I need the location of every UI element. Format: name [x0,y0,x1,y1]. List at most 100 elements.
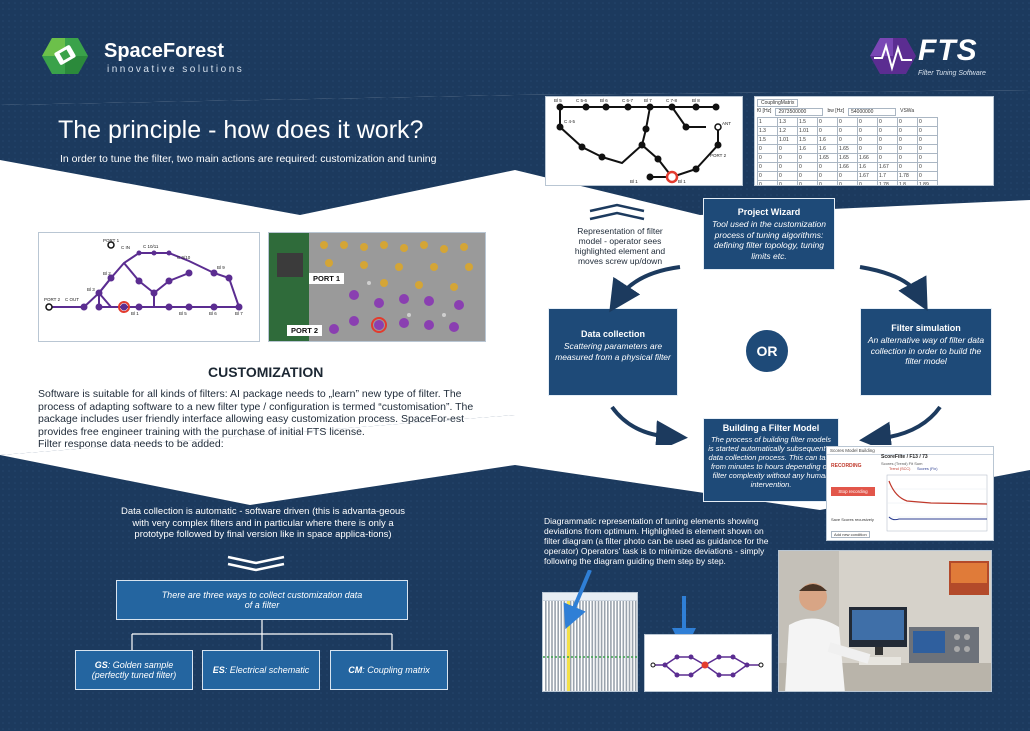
matrix-cell[interactable]: 1.5 [757,135,778,145]
matrix-cell[interactable]: 1.2 [777,126,798,136]
matrix-cell[interactable]: 0 [837,180,858,185]
add-condition-button[interactable]: Add new condition [831,531,870,538]
svg-text:Bl 7: Bl 7 [644,98,652,103]
matrix-cell[interactable]: 1.6 [817,135,838,145]
matrix-cell[interactable]: 1.3 [757,126,778,136]
way-coupling-matrix-label: : Coupling matrix [362,665,430,675]
matrix-cell[interactable]: 0 [877,126,898,136]
matrix-cell[interactable]: 0 [757,144,778,154]
matrix-cell[interactable]: 0 [917,117,938,127]
matrix-cell[interactable]: 0 [857,117,878,127]
matrix-cell[interactable]: 0 [777,171,798,181]
svg-text:C IN: C IN [121,245,130,250]
matrix-cell[interactable]: 0 [797,171,818,181]
matrix-cell[interactable]: 1.78 [897,171,918,181]
matrix-cell[interactable]: 0 [917,153,938,163]
matrix-cell[interactable]: 1.8 [897,180,918,185]
matrix-cell[interactable]: 1.66 [857,153,878,163]
matrix-cell[interactable]: 1.5 [797,135,818,145]
matrix-f0-field[interactable]: 2973500000 [775,108,824,116]
matrix-cell[interactable]: 1 [757,117,778,127]
matrix-cell[interactable]: 0 [817,126,838,136]
matrix-cell[interactable]: 0 [757,180,778,185]
data-collection-text: Data collection is automatic - software … [120,506,406,540]
model-building-window: Scores Model Building RECORDING Stop rec… [826,446,994,541]
matrix-cell[interactable]: 1.65 [817,153,838,163]
matrix-cell[interactable]: 1.7 [877,171,898,181]
deviation-bar [631,601,634,691]
matrix-cell[interactable]: 0 [777,162,798,172]
deviation-bar [551,601,553,691]
matrix-cell[interactable]: 0 [917,135,938,145]
matrix-bw-field[interactable]: 54000000 [848,108,897,116]
filter-simulation-body: An alternative way of filter data collec… [867,335,985,366]
matrix-cell[interactable]: 0 [757,153,778,163]
project-wizard-body: Tool used in the customization process o… [711,219,827,261]
matrix-cell[interactable]: 0 [857,144,878,154]
save-scores-checkbox[interactable]: Save Scores recursively [831,517,874,522]
matrix-cell[interactable]: 0 [917,126,938,136]
matrix-cell[interactable]: 0 [897,126,918,136]
matrix-cell[interactable]: 0 [857,126,878,136]
matrix-cell[interactable]: 1.89 [917,180,938,185]
matrix-cell[interactable]: 0 [877,153,898,163]
matrix-cell[interactable]: 1.78 [877,180,898,185]
matrix-cell[interactable]: 0 [917,171,938,181]
svg-text:Bl 6: Bl 6 [600,98,608,103]
matrix-cell[interactable]: 1.01 [777,135,798,145]
matrix-cell[interactable]: 0 [837,171,858,181]
matrix-cell[interactable]: 1.5 [797,117,818,127]
matrix-cell[interactable]: 0 [837,135,858,145]
svg-text:Bl 1: Bl 1 [630,179,638,184]
matrix-cell[interactable]: 1.65 [837,153,858,163]
matrix-cell[interactable]: 0 [837,117,858,127]
matrix-cell[interactable]: 0 [757,171,778,181]
matrix-cell[interactable]: 1.01 [797,126,818,136]
matrix-cell[interactable]: 0 [897,144,918,154]
stop-recording-button[interactable]: Stop recording [831,487,875,496]
matrix-cell[interactable]: 1.6 [857,162,878,172]
matrix-cell[interactable]: 0 [817,171,838,181]
matrix-cell[interactable]: 0 [797,180,818,185]
matrix-cell[interactable]: 1.67 [857,171,878,181]
matrix-cell[interactable]: 0 [797,153,818,163]
matrix-cell[interactable]: 0 [757,162,778,172]
matrix-cell[interactable]: 0 [817,117,838,127]
matrix-cell[interactable]: 0 [857,135,878,145]
matrix-cell[interactable]: 0 [917,162,938,172]
deviation-bar [572,601,575,691]
matrix-cell[interactable]: 0 [777,144,798,154]
matrix-cell[interactable]: 0 [877,144,898,154]
matrix-cell[interactable]: 0 [897,153,918,163]
deviation-bar [616,601,618,691]
matrix-cell[interactable]: 0 [817,162,838,172]
matrix-cell[interactable]: 1.67 [877,162,898,172]
matrix-tab[interactable]: CouplingMatrix [757,99,799,107]
matrix-cell[interactable]: 0 [877,117,898,127]
matrix-cell[interactable]: 0 [857,180,878,185]
matrix-cell[interactable]: 0 [797,162,818,172]
matrix-cell[interactable]: 0 [777,153,798,163]
matrix-cell[interactable]: 1.3 [777,117,798,127]
matrix-cell[interactable]: 0 [897,117,918,127]
matrix-cell[interactable]: 1.66 [837,162,858,172]
port2-label: PORT 2 [287,325,323,336]
matrix-cell[interactable]: 0 [877,135,898,145]
matrix-cell[interactable]: 1.65 [837,144,858,154]
matrix-cell[interactable]: 0 [897,162,918,172]
matrix-cell[interactable]: 0 [897,135,918,145]
matrix-cell[interactable]: 0 [837,126,858,136]
matrix-cell[interactable]: 0 [777,180,798,185]
deviation-bar [634,601,637,691]
satellite-globe-icon [42,38,88,74]
matrix-cell[interactable]: 1.6 [817,144,838,154]
svg-text:Bl 9: Bl 9 [217,265,225,270]
deviation-bar [628,601,631,691]
matrix-cell[interactable]: 1.6 [797,144,818,154]
svg-text:Bl 5: Bl 5 [179,311,187,316]
tuning-diagram-window [644,634,772,692]
matrix-cell[interactable]: 0 [817,180,838,185]
matrix-cell[interactable]: 0 [917,144,938,154]
